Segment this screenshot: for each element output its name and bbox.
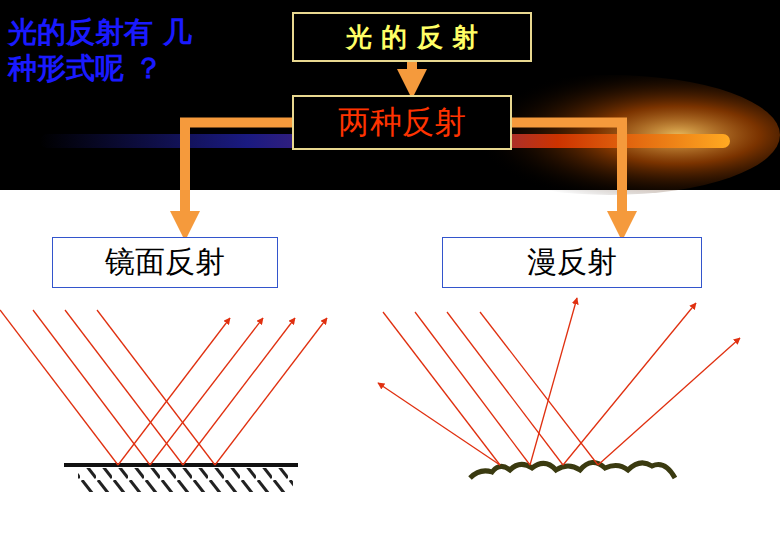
block-arrow	[407, 62, 417, 81]
box-label: 两种反射	[338, 101, 466, 145]
box-label: 漫反射	[527, 242, 617, 283]
block-arrow	[185, 123, 292, 224]
question-text: 光的反射有 几种形式呢 ？	[8, 14, 193, 86]
box-label: 镜面反射	[105, 242, 225, 283]
block-arrow	[512, 123, 622, 224]
type-box: 镜面反射	[52, 237, 278, 288]
box-label: 光 的 反 射	[346, 20, 477, 55]
diffuse-figure	[378, 298, 740, 478]
title-box: 光 的 反 射	[292, 12, 532, 62]
type-box: 漫反射	[442, 237, 702, 288]
mirror-figure	[0, 310, 327, 492]
category-box: 两种反射	[292, 95, 512, 150]
